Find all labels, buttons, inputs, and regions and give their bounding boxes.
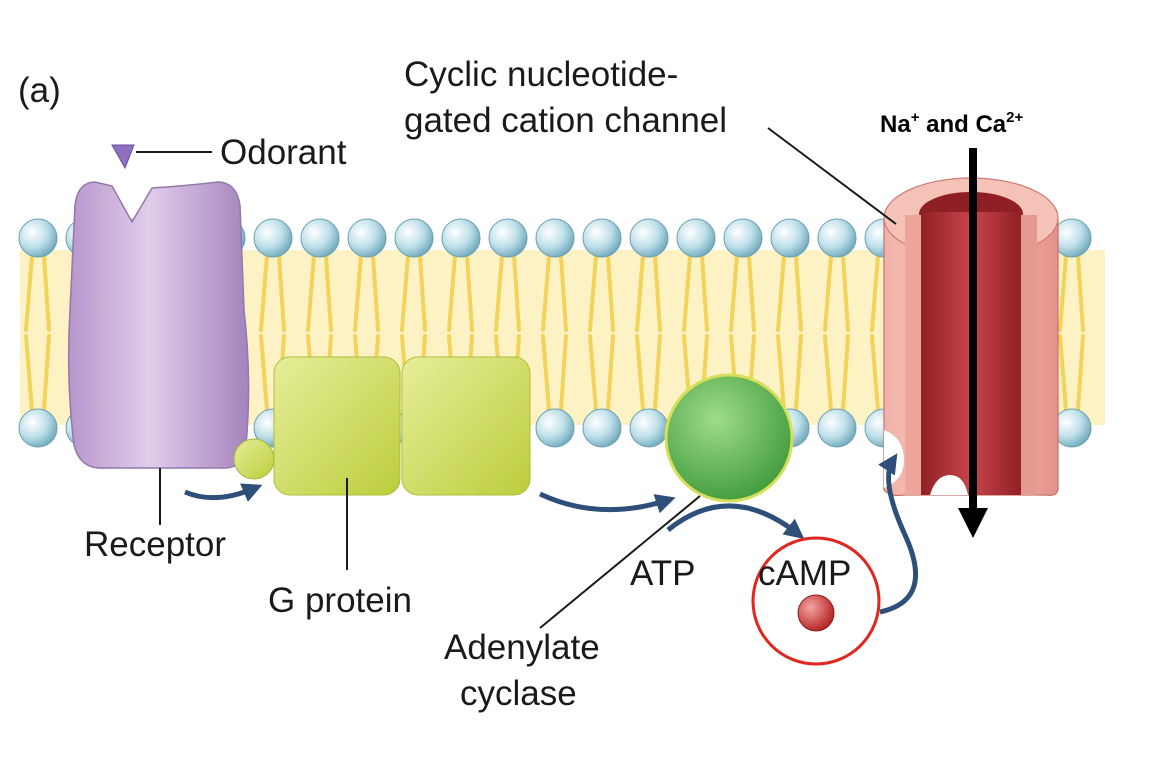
lipid-tail <box>588 334 615 412</box>
ion-flow-arrowhead <box>958 508 988 538</box>
lipid-head <box>300 218 340 258</box>
arrow-camp-to-channel <box>878 453 919 615</box>
lipid-head <box>582 218 622 258</box>
channel-label-line2: gated cation channel <box>404 101 727 140</box>
receptor-protein <box>67 181 250 469</box>
lipid-head <box>18 218 58 258</box>
adenylate-leader <box>539 495 701 629</box>
adenylate-cyclase <box>664 373 794 503</box>
g-protein-small-subunit <box>233 438 275 480</box>
lipid-tail <box>447 254 474 332</box>
lipid-tail <box>776 254 803 332</box>
odorant-label: Odorant <box>220 133 347 172</box>
lipid-head <box>676 218 716 258</box>
arrow-g-protein-to-adenylate <box>538 491 676 514</box>
lipid-head <box>770 218 810 258</box>
lipid-head <box>723 218 763 258</box>
g-protein-label: G protein <box>268 581 412 620</box>
lipid-tail <box>588 254 615 332</box>
lipid-tail <box>729 254 756 332</box>
adenylate-label-line2: cyclase <box>460 674 577 713</box>
panel-label: (a) <box>18 71 61 110</box>
lipid-head <box>535 218 575 258</box>
lipid-tail <box>823 254 850 332</box>
lipid-head <box>1052 218 1092 258</box>
lipid-tail <box>635 334 662 412</box>
lipid-tail <box>1058 334 1085 412</box>
lipid-tail <box>1058 254 1085 332</box>
lipid-head <box>582 408 622 448</box>
lipid-tail <box>823 334 850 412</box>
lipid-tail <box>400 254 427 332</box>
lipid-head <box>535 408 575 448</box>
g-protein-subunit-right <box>401 356 531 496</box>
camp-highlight-circle <box>751 536 881 666</box>
lipid-tail <box>24 254 51 332</box>
lipid-head <box>488 218 528 258</box>
channel-leader <box>767 127 897 225</box>
g-protein-subunit-left <box>273 356 401 496</box>
camp-molecule <box>797 594 835 632</box>
lipid-head <box>18 408 58 448</box>
lipid-head <box>817 218 857 258</box>
odorant-molecule <box>111 144 135 170</box>
camp-label: cAMP <box>758 554 851 593</box>
receptor-label: Receptor <box>84 525 226 564</box>
lipid-head <box>1052 408 1092 448</box>
lipid-head <box>441 218 481 258</box>
lipid-tail <box>635 254 662 332</box>
lipid-tail <box>776 334 803 412</box>
ions-label: Na+ and Ca2+ <box>880 109 1023 138</box>
lipid-tail <box>259 254 286 332</box>
arrow-receptor-to-g-protein <box>184 483 263 502</box>
lipid-tail <box>24 334 51 412</box>
lipid-tail <box>682 254 709 332</box>
arrow-atp-to-camp <box>666 503 805 539</box>
channel-label-line1: Cyclic nucleotide- <box>404 55 678 94</box>
lipid-head <box>817 408 857 448</box>
atp-label: ATP <box>630 554 695 593</box>
lipid-tail <box>541 254 568 332</box>
lipid-tail <box>353 254 380 332</box>
lipid-tail <box>494 254 521 332</box>
lipid-head <box>629 408 669 448</box>
lipid-tail <box>306 254 333 332</box>
lipid-head <box>629 218 669 258</box>
lipid-head <box>394 218 434 258</box>
lipid-head <box>253 218 293 258</box>
lipid-tail <box>541 334 568 412</box>
lipid-head <box>347 218 387 258</box>
adenylate-label-line1: Adenylate <box>444 628 600 667</box>
